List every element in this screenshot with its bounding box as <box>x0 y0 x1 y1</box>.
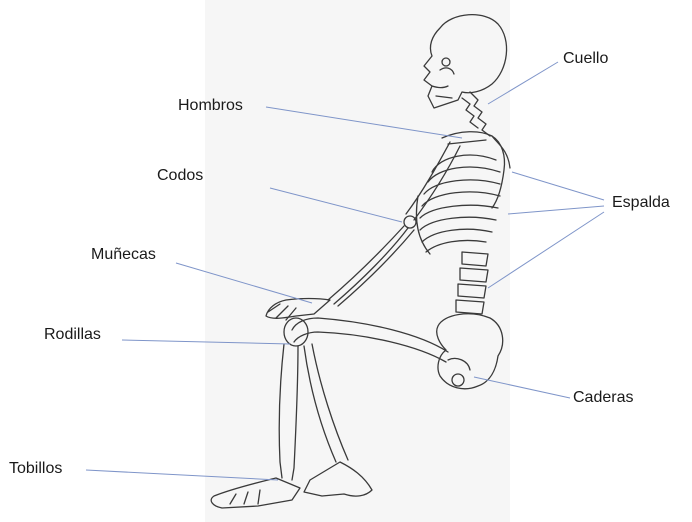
leader-line-ankles <box>86 470 278 480</box>
leader-line-back-2 <box>508 206 604 214</box>
leader-line-back-3 <box>488 212 604 288</box>
lumbar-spine <box>456 252 488 314</box>
leader-line-hips <box>474 377 570 398</box>
hand <box>266 299 330 321</box>
lower-leg <box>279 344 348 480</box>
femur <box>284 318 448 362</box>
label-elbows: Codos <box>157 167 203 185</box>
label-knees: Rodillas <box>44 326 101 344</box>
leader-line-shoulders <box>266 107 462 138</box>
forearm <box>328 226 414 306</box>
leader-lines <box>86 62 604 480</box>
leader-line-back-1 <box>512 172 604 200</box>
neck-vertebrae <box>462 92 490 136</box>
label-shoulders: Hombros <box>178 97 243 115</box>
label-ankles: Tobillos <box>9 460 62 478</box>
feet <box>211 462 372 508</box>
label-back: Espalda <box>612 194 670 212</box>
label-wrists: Muñecas <box>91 246 156 264</box>
label-neck: Cuello <box>563 50 608 68</box>
leader-line-wrists <box>176 263 312 303</box>
leader-line-neck <box>488 62 558 104</box>
leader-line-elbows <box>270 188 402 222</box>
leader-line-knees <box>122 340 290 344</box>
skull <box>424 15 507 108</box>
label-hips: Caderas <box>573 389 633 407</box>
rib-cage <box>417 155 501 254</box>
